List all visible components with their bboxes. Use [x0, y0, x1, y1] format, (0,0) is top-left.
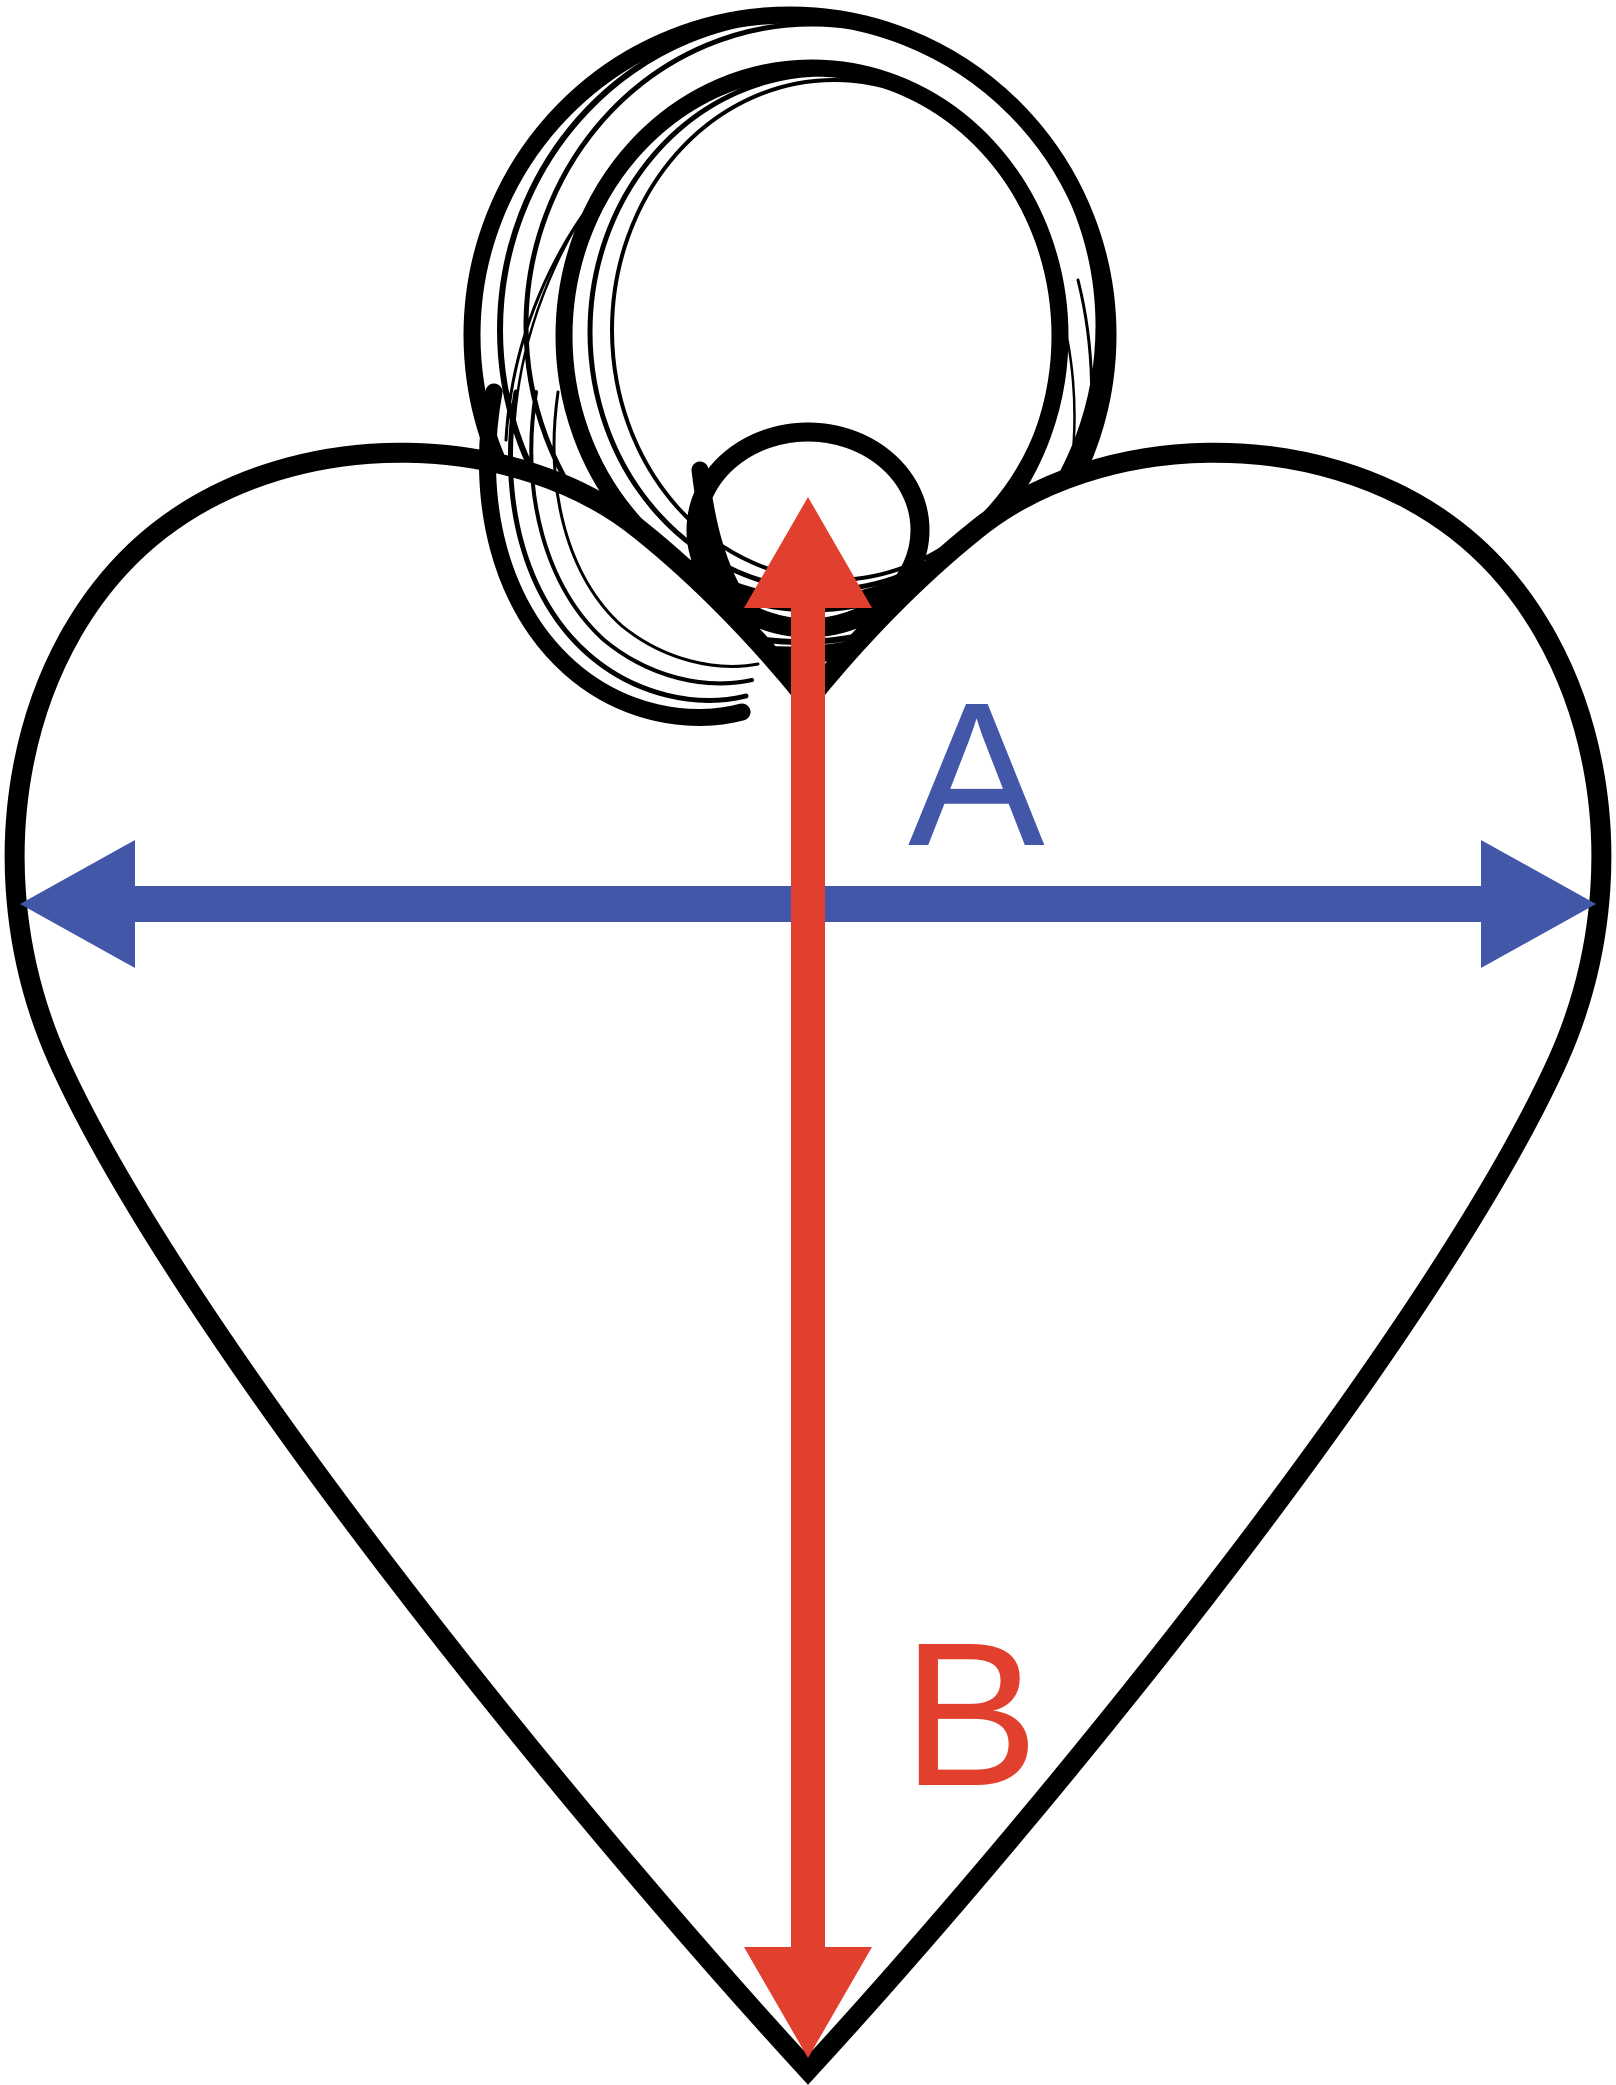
ring-hairline-right: [1070, 278, 1094, 522]
ring-strand-outer: [463, 6, 1117, 664]
ring-hairline-right-2: [1056, 298, 1076, 526]
dimension-label-a: A: [908, 660, 1045, 889]
ring-front-strand-1: [478, 383, 751, 726]
dimension-b-arrowhead-top: [744, 497, 872, 608]
ring-through-bail: [691, 461, 751, 615]
dimension-arrow-b: [744, 497, 872, 2058]
dimension-label-b: B: [902, 1600, 1039, 1829]
ring-hairline-left: [504, 150, 638, 442]
ring-front-strand-2: [507, 389, 749, 703]
dimension-a-arrowhead-right: [1481, 840, 1596, 968]
ring-front-strand-4: [552, 390, 760, 668]
dimension-b-arrowhead-bottom: [744, 1947, 872, 2058]
split-ring-front-strands: [478, 383, 760, 726]
ring-hairline-left-2: [512, 126, 654, 432]
dimension-a-arrowhead-left: [20, 840, 135, 968]
